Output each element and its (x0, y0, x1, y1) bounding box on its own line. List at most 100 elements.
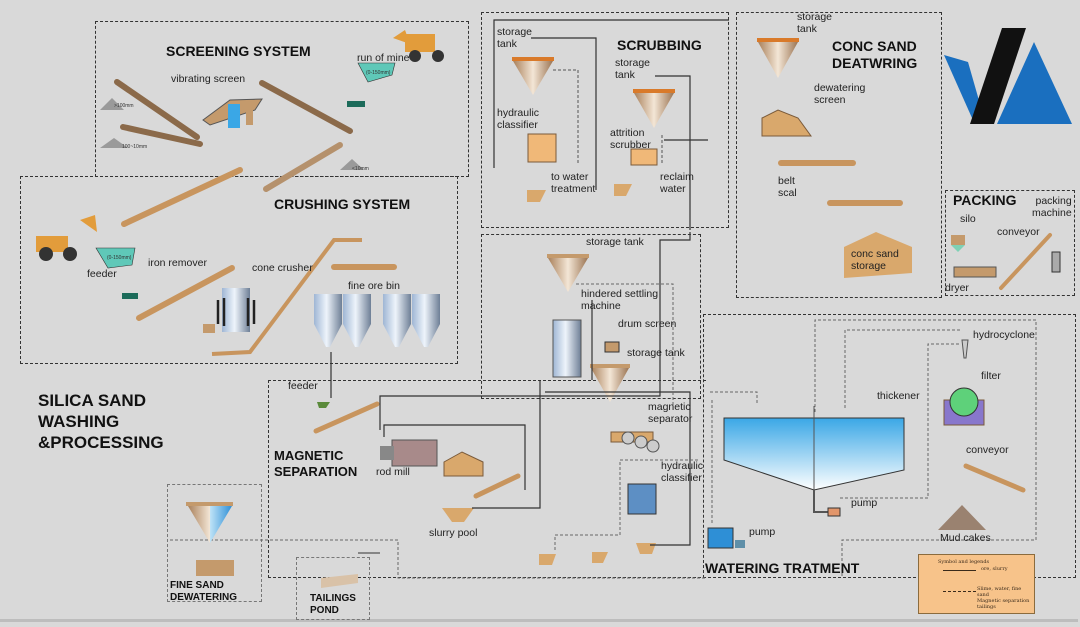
fine-ore-bins (314, 294, 440, 347)
legend-title: Symbol and legends (938, 559, 990, 565)
legend-dashed-line (943, 591, 976, 592)
label-line: hydraulic (661, 460, 704, 472)
title-line: CONC SAND (832, 38, 917, 54)
main-title-line: WASHING (38, 412, 120, 431)
label-line: tank (615, 69, 635, 81)
label-line: attrition (610, 127, 645, 139)
label-line: belt (778, 175, 795, 187)
crushing-conveyors (121, 167, 243, 321)
label-line: storage (615, 57, 651, 69)
label-line: hydraulic (497, 107, 540, 119)
label-packing-conveyor: conveyor (997, 226, 1040, 238)
tailings-basin (321, 574, 358, 588)
label-line: to water (551, 171, 589, 183)
legend-box: Symbol and legends ore, slurry Slime, wa… (918, 554, 1035, 614)
title-line: DEWATERING (170, 592, 238, 603)
label-line: tank (797, 23, 817, 35)
belt-4 (263, 142, 343, 192)
belt-3 (259, 80, 353, 134)
conc-sand-equipment (757, 38, 912, 278)
label-line: tank (497, 38, 517, 50)
label-filter: filter (981, 370, 1001, 382)
title-line: SEPARATION (274, 464, 358, 479)
label-drum-screen: drum screen (618, 318, 677, 330)
label-line: machine (1032, 207, 1072, 219)
zone-crushing-system (20, 176, 458, 364)
label-class-storage-tank-2: storage tank (627, 347, 685, 359)
legend-solid-line (943, 570, 976, 571)
label-line: storage (497, 26, 533, 38)
legend-item-ore-slurry: ore, slurry (981, 566, 1008, 572)
label-pile-1: >100mm (114, 103, 134, 109)
label-line: machine (581, 300, 621, 312)
classification-equipment (547, 254, 660, 554)
label-line: screen (814, 94, 846, 106)
label-line: scrubber (610, 139, 651, 151)
run-of-mine-hopper (347, 62, 396, 107)
label-cone-crusher: cone crusher (252, 262, 313, 274)
label-pump-1: pump (851, 497, 878, 509)
title-line: FINE SAND (170, 580, 224, 591)
crushing-hopper (95, 247, 138, 299)
label-line: treatment (551, 183, 596, 195)
screening-system-title: SCREENING SYSTEM (166, 43, 311, 59)
crushing-system-title: CRUSHING SYSTEM (274, 196, 411, 212)
label-pump-2: pump (749, 526, 776, 538)
label-dryer: dryer (945, 282, 969, 294)
label-hopper-size: (0-150mm) (366, 70, 391, 76)
magnetic-equipment (313, 401, 608, 565)
label-line: scal (778, 187, 797, 199)
title-line: DEATWRING (832, 55, 918, 71)
label-wt-conveyor: conveyor (966, 444, 1009, 456)
label-class-storage-tank-1: storage tank (586, 236, 644, 248)
rock-piles (100, 98, 364, 170)
tailings-pond-title: TAILINGS POND (310, 593, 356, 617)
label-line: packing (1035, 195, 1072, 207)
label-line: storage (797, 11, 833, 23)
label-line: hindered settling (581, 288, 659, 300)
title-line: POND (310, 605, 339, 616)
label-crushing-hopper-size: (0-150mm) (107, 255, 132, 261)
label-hydrocyclone: hydrocyclone (973, 329, 1035, 341)
packing-equipment (951, 233, 1061, 290)
label-fine-ore-bin: fine ore bin (348, 280, 400, 292)
label-line: magnetic (648, 401, 691, 413)
zone-scrubbing (481, 12, 729, 228)
fine-sand-cone (186, 502, 234, 576)
zone-conc-sand-dewatering (736, 12, 942, 298)
label-mag-feeder: feeder (288, 380, 318, 392)
label-mud-cakes: Mud cakes (940, 532, 991, 544)
label-thickener: thickener (877, 390, 920, 402)
label-line: classifier (661, 472, 702, 484)
label-rod-mill: rod mill (376, 466, 410, 478)
title-line: MAGNETIC (274, 448, 344, 463)
belt-2 (120, 124, 203, 147)
label-iron-remover: iron remover (148, 257, 207, 269)
vibrating-screen (202, 98, 263, 128)
zone-classification (481, 234, 701, 399)
label-line: water (660, 183, 686, 195)
zone-tailings-pond (296, 557, 370, 620)
magnetic-separation-title: MAGNETIC SEPARATION (274, 448, 357, 480)
scrubbing-equipment (512, 57, 675, 202)
thickener (723, 406, 905, 517)
label-silo: silo (960, 213, 976, 225)
logo (944, 28, 1072, 124)
scrubbing-title: SCRUBBING (617, 37, 702, 53)
watering-treatment-title: WATERING TRATMENT (705, 560, 860, 576)
wheel-loader-2 (36, 215, 97, 261)
zone-watering-treatment (703, 314, 1076, 578)
label-run-of-mine: run of mine (357, 52, 410, 64)
